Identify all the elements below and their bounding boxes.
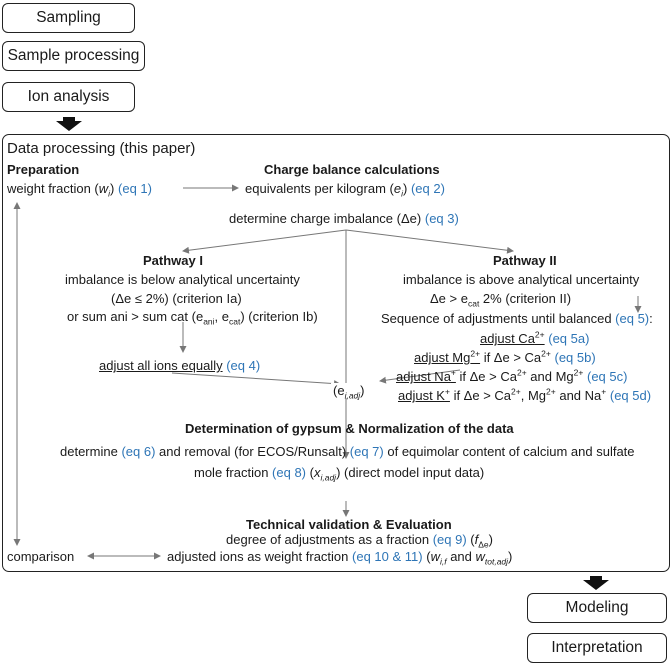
merge-label: (ei,adj): [331, 383, 367, 401]
arrow-k-to-merge: [379, 369, 461, 384]
validation-line2: adjusted ions as weight fraction (eq 10 …: [167, 549, 513, 567]
sequence-text: Sequence of adjustments until balanced (…: [381, 311, 653, 326]
charge-imbalance-text: determine charge imbalance (Δe) (eq 3): [229, 211, 459, 226]
eq2-ref: (eq 2): [410, 181, 445, 196]
pathway2-line2: Δe > ecat 2% (criterion II): [430, 291, 572, 309]
data-processing-box: [2, 134, 670, 572]
validation-heading: Technical validation & Evaluation: [246, 517, 452, 532]
sampling-box: Sampling: [2, 3, 135, 33]
equivalents-text: equivalents per kilogram (ei) (eq 2): [245, 181, 445, 199]
eq1-ref: (eq 1): [118, 181, 152, 196]
gypsum-line2: mole fraction (eq 8) (xi,adj) (direct mo…: [194, 465, 485, 483]
pathway1-line1: imbalance is below analytical uncertaint…: [65, 272, 300, 287]
sample-processing-box: Sample processing: [2, 41, 145, 71]
flow-arrow-down: [583, 576, 609, 590]
adjust-mg-text: adjust Mg2+ if Δe > Ca2+ (eq 5b): [414, 348, 596, 365]
adjust-na-text: adjust Na+ if Δe > Ca2+ and Mg2+ (eq 5c): [396, 367, 628, 384]
adjust-ca-text: adjust Ca2+ (eq 5a): [480, 329, 590, 346]
comparison-label: comparison: [7, 549, 75, 564]
preparation-heading: Preparation: [7, 162, 80, 177]
ion-analysis-box: Ion analysis: [2, 82, 135, 112]
eq6-ref: (eq 6): [121, 444, 156, 459]
adjust-all-text: adjust all ions equally (eq 4): [99, 358, 261, 373]
arrow-to-pathway2: [345, 229, 514, 254]
interpretation-label: Interpretation: [551, 639, 643, 656]
pathway2-line1: imbalance is above analytical uncertaint…: [403, 272, 640, 287]
pathway1-heading: Pathway I: [143, 253, 203, 268]
pathway2-heading: Pathway II: [493, 253, 557, 268]
pathway1-line2: (Δe ≤ 2%) (criterion Ia): [111, 291, 242, 306]
arrow-to-pathway1: [182, 229, 347, 254]
sample-processing-label: Sample processing: [7, 47, 140, 64]
modeling-label: Modeling: [565, 599, 629, 616]
eq5d-ref: (eq 5d): [609, 388, 652, 403]
ion-analysis-label: Ion analysis: [27, 88, 110, 105]
eq10-ref: (eq 10 & 11): [352, 549, 423, 564]
eq5-ref: (eq 5): [615, 311, 650, 326]
eq5b-ref: (eq 5b): [554, 350, 596, 365]
eq7-ref: (eq 7): [349, 444, 384, 459]
eq9-ref: (eq 9): [432, 532, 467, 547]
adjust-k-text: adjust K+ if Δe > Ca2+, Mg2+ and Na+ (eq…: [398, 386, 652, 403]
gypsum-heading: Determination of gypsum & Normalization …: [185, 421, 514, 436]
eq8-ref: (eq 8): [272, 465, 307, 480]
eq5a-ref: (eq 5a): [548, 331, 590, 346]
flow-arrow-down: [56, 117, 82, 131]
eq5c-ref: (eq 5c): [586, 369, 628, 384]
eq3-ref: (eq 3): [424, 211, 459, 226]
validation-line1: degree of adjustments as a fraction (eq …: [226, 532, 493, 550]
pathway1-line3: or sum ani > sum cat (eani, ecat) (crite…: [67, 309, 318, 327]
modeling-box: Modeling: [527, 593, 667, 623]
interpretation-box: Interpretation: [527, 633, 667, 663]
sampling-label: Sampling: [36, 9, 101, 26]
charge-balance-heading: Charge balance calculations: [264, 162, 440, 177]
weight-fraction-text: weight fraction (wi) (eq 1): [7, 181, 152, 199]
data-processing-title: Data processing (this paper): [7, 140, 196, 157]
eq4-ref: (eq 4): [226, 358, 261, 373]
gypsum-line1: determine (eq 6) and removal (for ECOS/R…: [60, 444, 635, 459]
arrow-adjust-to-merge: [171, 372, 341, 388]
